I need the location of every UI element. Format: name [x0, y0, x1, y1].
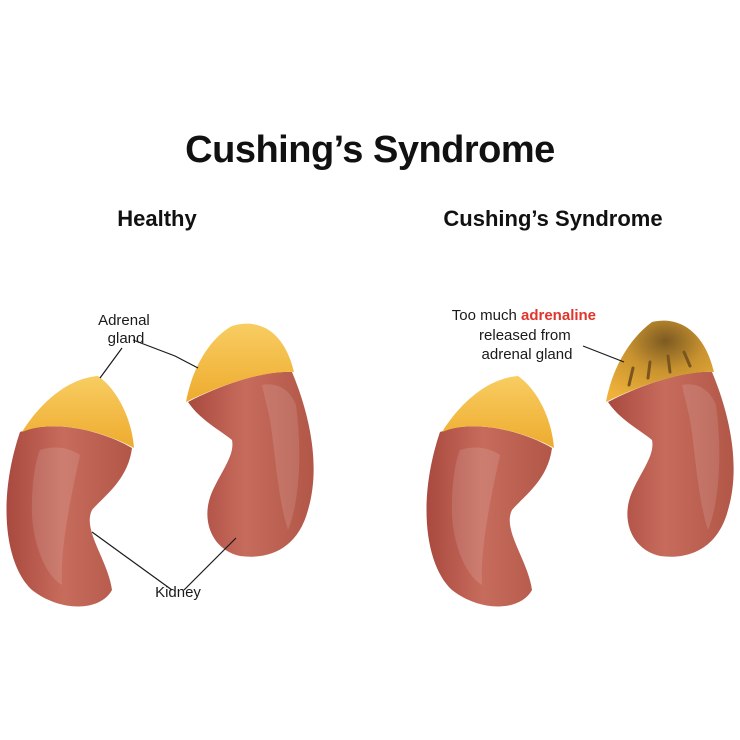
- healthy-left-adrenal-gland: [22, 376, 134, 448]
- release-arrow: [627, 366, 635, 387]
- adrenal-leader-lines: [99, 339, 199, 379]
- healthy-left-kidney: [6, 426, 133, 607]
- main-title: Cushing’s Syndrome: [185, 129, 555, 171]
- cushing-right-adrenal-gland: [606, 320, 714, 402]
- cushing-panel-title: Cushing’s Syndrome: [443, 206, 662, 231]
- callout-adrenaline-highlight: adrenaline: [521, 307, 596, 324]
- kidney-leader-lines: [91, 531, 237, 591]
- release-arrow: [682, 350, 692, 368]
- adrenal-gland-label-line2: gland: [108, 330, 145, 347]
- callout-leader-line: [582, 345, 625, 363]
- adrenaline-callout: Too much adrenaline released from adrena…: [452, 307, 600, 363]
- cushing-right-kidney: [608, 371, 734, 557]
- adrenaline-release-arrows: [627, 350, 692, 387]
- release-arrow: [666, 354, 672, 374]
- kidney-label: Kidney: [155, 584, 201, 601]
- callout-line3: adrenal gland: [482, 346, 573, 363]
- callout-line2: released from: [479, 327, 571, 344]
- healthy-right-adrenal-gland: [186, 323, 294, 402]
- callout-line1-text: Too much: [452, 307, 521, 324]
- cushing-left-kidney: [426, 426, 552, 607]
- adrenal-gland-label-line1: Adrenal: [98, 312, 150, 329]
- cushing-left-adrenal-gland: [442, 376, 554, 448]
- healthy-panel-title: Healthy: [117, 206, 197, 231]
- healthy-right-kidney: [188, 371, 314, 557]
- adrenal-gland-label: Adrenal gland: [98, 312, 154, 347]
- release-arrow: [646, 360, 652, 380]
